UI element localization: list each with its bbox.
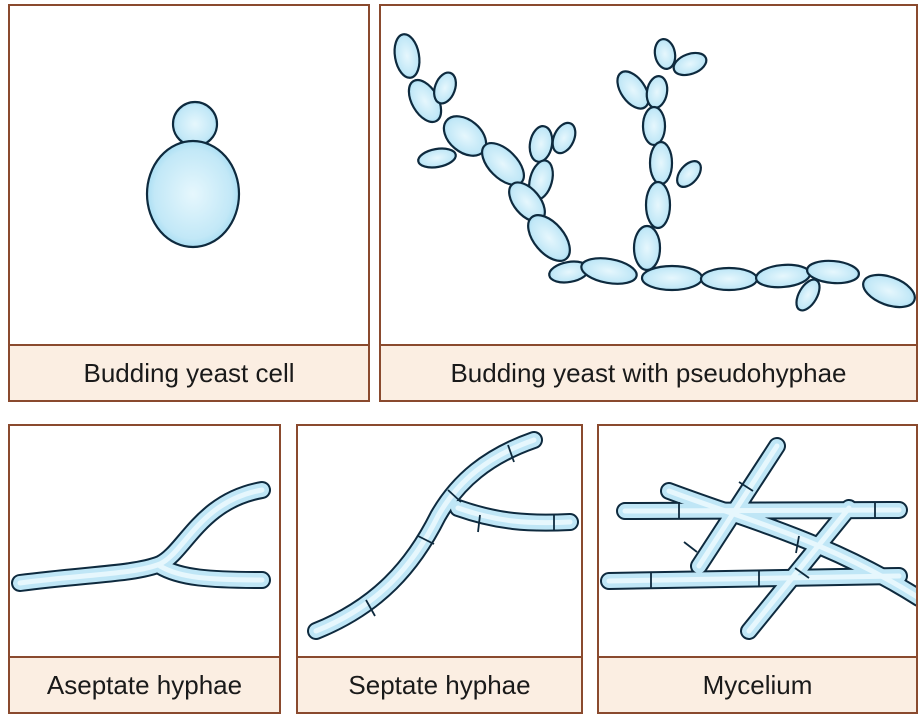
bud-cell <box>173 102 217 146</box>
panel-septate-hyphae: Septate hyphae <box>296 424 583 714</box>
mycelium-illustration <box>599 426 916 658</box>
aseptate-hypha <box>20 490 262 583</box>
septate-hyphae-illustration <box>298 426 581 658</box>
panel-budding-yeast-cell: Budding yeast cell <box>8 4 370 402</box>
caption-budding-yeast-cell: Budding yeast cell <box>10 344 368 400</box>
panel-pseudohyphae: Budding yeast with pseudohyphae <box>379 4 918 402</box>
septate-hypha <box>316 440 570 631</box>
aseptate-hyphae-illustration <box>10 426 279 658</box>
pseudohyphae-illustration <box>381 6 916 344</box>
caption-aseptate-hyphae: Aseptate hyphae <box>10 656 279 712</box>
panel-aseptate-hyphae: Aseptate hyphae <box>8 424 281 714</box>
pseudohyphae-cell-chain <box>391 32 916 314</box>
budding-yeast-illustration <box>10 6 368 344</box>
mother-cell <box>147 141 239 247</box>
caption-mycelium: Mycelium <box>599 656 916 712</box>
mycelium-network <box>609 446 916 631</box>
caption-pseudohyphae: Budding yeast with pseudohyphae <box>381 344 916 400</box>
panel-mycelium: Mycelium <box>597 424 918 714</box>
caption-septate-hyphae: Septate hyphae <box>298 656 581 712</box>
